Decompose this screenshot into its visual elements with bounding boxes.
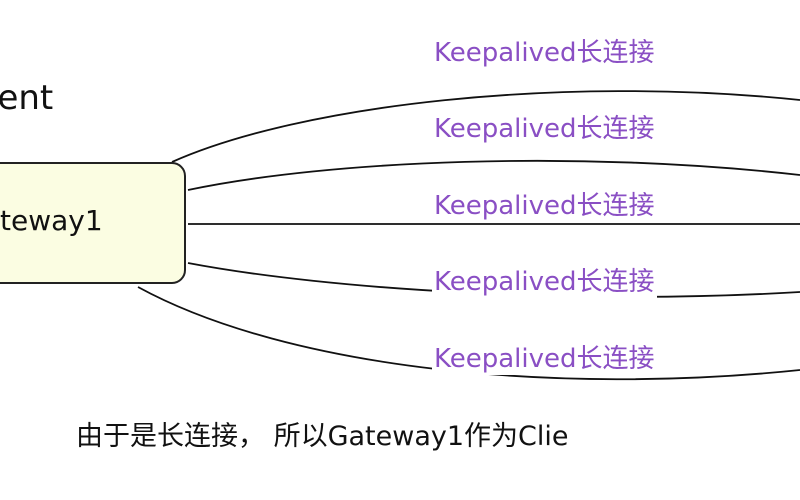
gateway-label: teway1 — [0, 204, 103, 237]
connection-label-2: Keepalived长连接 — [432, 108, 657, 145]
client-label: ient — [0, 78, 54, 118]
connection-line-2 — [187, 159, 800, 191]
connection-line-1 — [171, 90, 800, 163]
gateway-node — [0, 162, 186, 284]
connection-label-4: Keepalived长连接 — [432, 261, 657, 298]
connection-label-5: Keepalived长连接 — [432, 338, 657, 375]
caption-text: 由于是长连接， 所以Gateway1作为Clie — [76, 421, 569, 452]
connection-label-3: Keepalived长连接 — [432, 185, 657, 222]
connection-label-1: Keepalived长连接 — [432, 32, 657, 69]
